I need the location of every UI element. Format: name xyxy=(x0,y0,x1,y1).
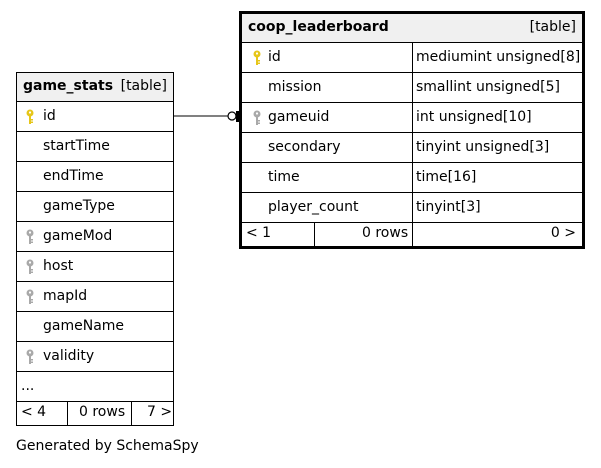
column-row-gametype[interactable]: gameType xyxy=(17,192,173,222)
footer-divider xyxy=(67,402,68,425)
column-row-secondary[interactable]: secondary tinyint unsigned[3] xyxy=(242,133,582,163)
column-name: gameName xyxy=(43,318,125,334)
table-name: coop_leaderboard xyxy=(248,19,389,35)
table-type-label: [table] xyxy=(529,19,576,35)
parents-count[interactable]: < 4 xyxy=(21,404,47,420)
column-name: gameMod xyxy=(43,228,113,244)
more-columns-ellipsis: ... xyxy=(21,378,35,394)
foreign-key-icon xyxy=(26,349,34,364)
column-row-id[interactable]: id xyxy=(17,102,173,132)
column-datatype: mediumint unsigned[8] xyxy=(416,49,581,65)
zero-optional-marker xyxy=(227,111,237,121)
table-game-stats[interactable]: game_stats [table] id startTime endTime gam… xyxy=(16,72,174,426)
column-datatype: time[16] xyxy=(416,169,477,185)
column-list: id startTime endTime gameType gameMod host map… xyxy=(17,102,173,372)
column-name: mapId xyxy=(43,288,88,304)
foreign-key-icon xyxy=(26,259,34,274)
table-footer: < 4 0 rows 7 > xyxy=(17,402,173,425)
table-name: game_stats xyxy=(23,78,114,94)
column-row-host[interactable]: host xyxy=(17,252,173,282)
generated-by-caption: Generated by SchemaSpy xyxy=(16,438,199,454)
column-name: id xyxy=(43,108,56,124)
column-name: secondary xyxy=(268,139,341,155)
column-list: id mediumint unsigned[8] mission smallint u… xyxy=(242,43,582,223)
column-row-mapid[interactable]: mapId xyxy=(17,282,173,312)
column-row-time[interactable]: time time[16] xyxy=(242,163,582,193)
footer-divider xyxy=(412,223,413,246)
column-row-gamemod[interactable]: gameMod xyxy=(17,222,173,252)
table-header: game_stats [table] xyxy=(17,73,173,102)
column-name: validity xyxy=(43,348,95,364)
parents-count[interactable]: < 1 xyxy=(246,225,272,241)
primary-key-icon xyxy=(253,50,261,65)
foreign-key-icon xyxy=(26,289,34,304)
column-row-endtime[interactable]: endTime xyxy=(17,162,173,192)
column-name: startTime xyxy=(43,138,110,154)
column-row-gameuid[interactable]: gameuid int unsigned[10] xyxy=(242,103,582,133)
row-count: 0 rows xyxy=(79,404,126,420)
column-row-mission[interactable]: mission smallint unsigned[5] xyxy=(242,73,582,103)
column-divider xyxy=(412,133,413,162)
column-name: mission xyxy=(268,79,322,95)
column-row-validity[interactable]: validity xyxy=(17,342,173,372)
column-divider xyxy=(412,73,413,102)
table-coop-leaderboard[interactable]: coop_leaderboard [table] id mediumint uns… xyxy=(239,11,585,249)
column-divider xyxy=(412,103,413,132)
table-header: coop_leaderboard [table] xyxy=(242,14,582,43)
column-row-starttime[interactable]: startTime xyxy=(17,132,173,162)
column-name: host xyxy=(43,258,74,274)
row-count: 0 rows xyxy=(362,225,409,241)
column-name: player_count xyxy=(268,199,359,215)
one-marker xyxy=(236,111,240,122)
column-row-player_count[interactable]: player_count tinyint[3] xyxy=(242,193,582,223)
footer-divider xyxy=(314,223,315,246)
column-datatype: tinyint unsigned[3] xyxy=(416,139,550,155)
column-datatype: smallint unsigned[5] xyxy=(416,79,561,95)
table-type-label: [table] xyxy=(120,78,167,94)
column-divider xyxy=(412,163,413,192)
column-name: gameType xyxy=(43,198,115,214)
children-count[interactable]: 7 > xyxy=(147,404,173,420)
column-name: id xyxy=(268,49,281,65)
column-row-gamename[interactable]: gameName xyxy=(17,312,173,342)
column-row-id[interactable]: id mediumint unsigned[8] xyxy=(242,43,582,73)
column-datatype: int unsigned[10] xyxy=(416,109,532,125)
more-columns-row: ... xyxy=(17,372,173,402)
column-divider xyxy=(412,193,413,222)
column-name: time xyxy=(268,169,300,185)
column-divider xyxy=(412,43,413,72)
column-name: endTime xyxy=(43,168,104,184)
children-count[interactable]: 0 > xyxy=(550,225,576,241)
primary-key-icon xyxy=(26,109,34,124)
foreign-key-icon xyxy=(26,229,34,244)
column-datatype: tinyint[3] xyxy=(416,199,481,215)
footer-divider xyxy=(131,402,132,425)
column-name: gameuid xyxy=(268,109,330,125)
foreign-key-icon xyxy=(253,110,261,125)
table-footer: < 1 0 rows 0 > xyxy=(242,223,582,246)
